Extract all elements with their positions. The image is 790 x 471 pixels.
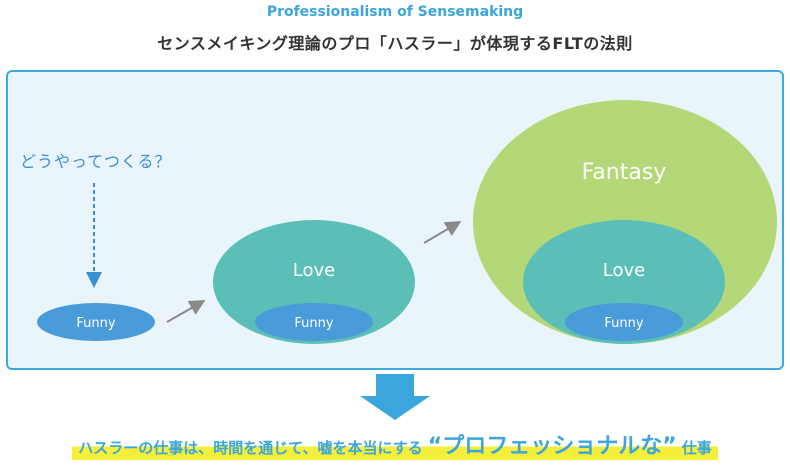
stage3-funny-ellipse xyxy=(565,303,683,341)
conclusion-tail: 仕事 xyxy=(681,439,712,457)
stage3-fantasy-label: Fantasy xyxy=(582,160,667,185)
stage1-funny-label: Funny xyxy=(76,316,115,331)
stage1-funny-ellipse xyxy=(37,303,155,341)
question-label: どうやってつくる？ xyxy=(20,152,172,171)
stage3-funny-label: Funny xyxy=(604,316,643,331)
stage3-love-label: Love xyxy=(603,260,645,281)
stage2-funny-label: Funny xyxy=(294,316,333,331)
page-title: センスメイキング理論のプロ「ハスラー」が体現するFLTの法則 xyxy=(157,34,633,53)
conclusion-line: ハスラーの仕事は、時間を通じて、嘘を本当にする “プロフェッショナルな” 仕事 xyxy=(0,428,790,460)
highlight-bar: ハスラーの仕事は、時間を通じて、嘘を本当にする “プロフェッショナルな” 仕事 xyxy=(72,428,718,460)
down-arrow-icon xyxy=(360,374,430,420)
arrow-stage1-to-2 xyxy=(166,300,206,323)
arrow-stage2-to-3 xyxy=(423,220,462,244)
kicker-title: Professionalism of Sensemaking xyxy=(266,4,524,20)
conclusion-quote: “プロフェッショナルな” xyxy=(427,434,677,459)
stage2-love-label: Love xyxy=(293,260,335,281)
stage2-funny-ellipse xyxy=(255,303,373,341)
conclusion-message: ハスラーの仕事は、時間を通じて、嘘を本当にする xyxy=(78,439,423,457)
